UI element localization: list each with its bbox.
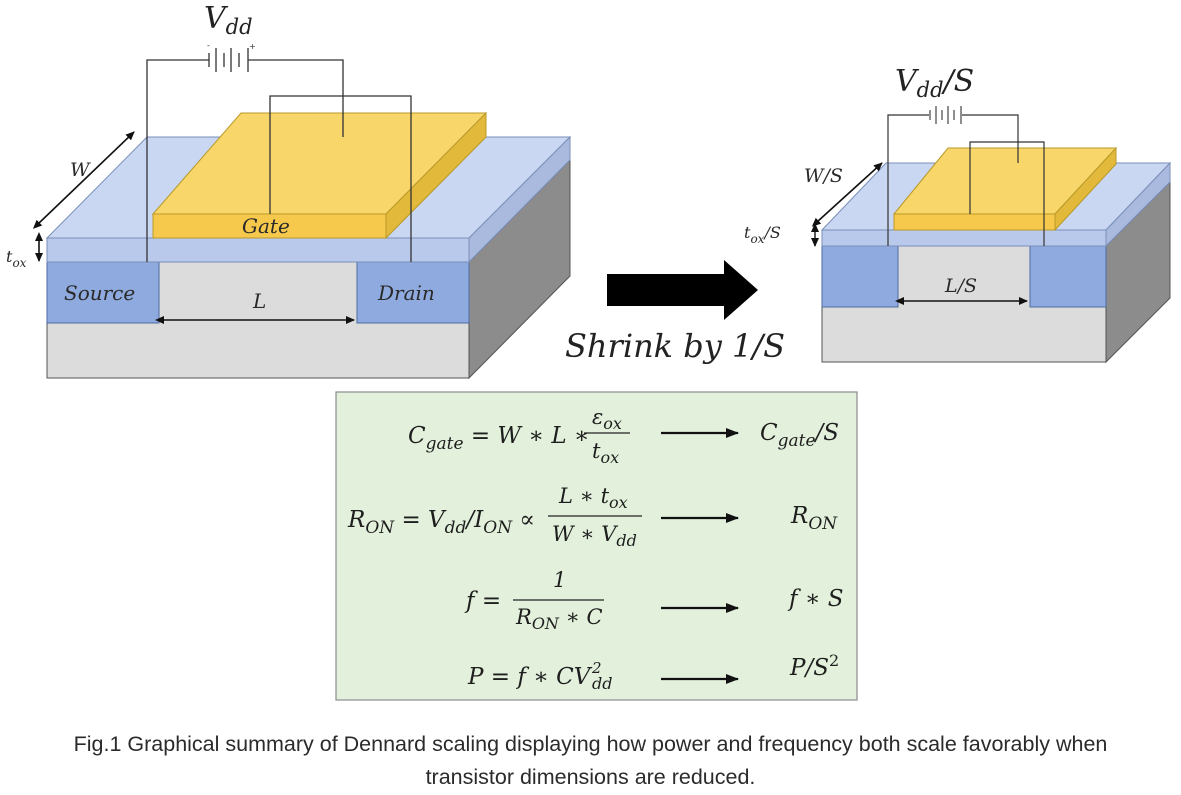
equation-panel-background <box>335 391 858 701</box>
caption-line-2: transistor dimensions are reduced. <box>425 765 756 789</box>
power-lhs: P = f ∗ CV <box>467 664 593 690</box>
equation-panel: Cgate = W ∗ L ∗ εox tox Cgate/S RON = Vd… <box>335 391 858 701</box>
thickness-label: tox <box>6 247 27 270</box>
battery-icon <box>208 48 249 72</box>
supply-wire-small <box>887 114 929 246</box>
shrink-label: Shrink by 1/S <box>565 327 785 365</box>
ron-numerator: L ∗ tox <box>558 484 628 512</box>
battery-icon-small <box>929 106 962 124</box>
oxide-side <box>468 135 571 264</box>
gate-front <box>152 213 387 239</box>
oxide-front-small <box>821 229 1107 247</box>
gate-drain-wire <box>269 95 412 262</box>
supply-wire <box>146 59 209 262</box>
oxide-side-small <box>1105 161 1171 248</box>
supply-voltage-label: Vdd <box>204 1 253 39</box>
freq-lhs: f = <box>464 588 501 614</box>
supply-wire-right <box>248 59 344 137</box>
power-subscript: dd <box>592 674 612 693</box>
freq-numerator: 1 <box>553 568 566 592</box>
equation-cgate: Cgate = W ∗ L ∗ εox tox Cgate/S <box>408 405 839 467</box>
thickness-label-small: tox/S <box>744 223 781 246</box>
drain-region-small <box>1029 245 1107 308</box>
length-label-small: L/S <box>944 275 977 297</box>
equation-frequency: f = 1 RON ∗ C f ∗ S <box>464 568 844 633</box>
ron-denominator: W ∗ Vdd <box>552 522 637 550</box>
gate-front-small <box>893 213 1056 231</box>
gate-label: Gate <box>242 214 290 238</box>
cgate-numerator: εox <box>592 405 622 433</box>
freq-denominator: RON ∗ C <box>515 605 603 633</box>
freq-result: f ∗ S <box>787 586 844 612</box>
width-dimension <box>32 131 135 229</box>
power-result: P/S2 <box>789 651 839 681</box>
cgate-result: Cgate/S <box>760 420 839 451</box>
large-transistor: - + Vdd W tox Gate Source Drain L <box>6 1 572 380</box>
power-superscript: 2 <box>591 659 602 677</box>
supply-wire-small-right <box>962 114 1019 163</box>
cgate-lhs: Cgate = W ∗ L ∗ <box>408 423 590 454</box>
cgate-denominator: tox <box>592 439 619 467</box>
oxide-front <box>46 237 470 263</box>
equation-ron: RON = Vdd/ION ∝ L ∗ tox W ∗ Vdd RON <box>347 484 838 550</box>
gate-drain-wire-small <box>969 141 1045 246</box>
supply-voltage-label-small: Vdd/S <box>895 64 974 102</box>
drain-label: Drain <box>377 281 435 305</box>
equation-power: P = f ∗ CV 2 dd P/S2 <box>467 651 839 693</box>
width-dimension-small <box>811 162 883 227</box>
source-region-small <box>821 245 899 308</box>
shrink-arrow-icon <box>607 260 758 320</box>
width-label: W <box>70 159 91 181</box>
dennard-scaling-diagram: - + Vdd W tox Gate Source Drain L Shrink… <box>6 1 1172 701</box>
drain-region <box>356 261 470 324</box>
figure-caption: Fig.1 Graphical summary of Dennard scali… <box>0 728 1181 794</box>
ron-result: RON <box>790 503 838 534</box>
battery-plus: + <box>249 42 256 51</box>
small-transistor: Vdd/S W/S tox/S L/S <box>744 64 1172 364</box>
caption-line-1: Fig.1 Graphical summary of Dennard scali… <box>73 732 1108 756</box>
width-label-small: W/S <box>804 165 843 187</box>
ron-lhs: RON = Vdd/ION ∝ <box>347 507 535 538</box>
source-label: Source <box>64 281 135 305</box>
length-label: L <box>252 289 266 313</box>
shrink-arrow: Shrink by 1/S <box>565 260 785 365</box>
battery-minus: - <box>207 41 210 50</box>
